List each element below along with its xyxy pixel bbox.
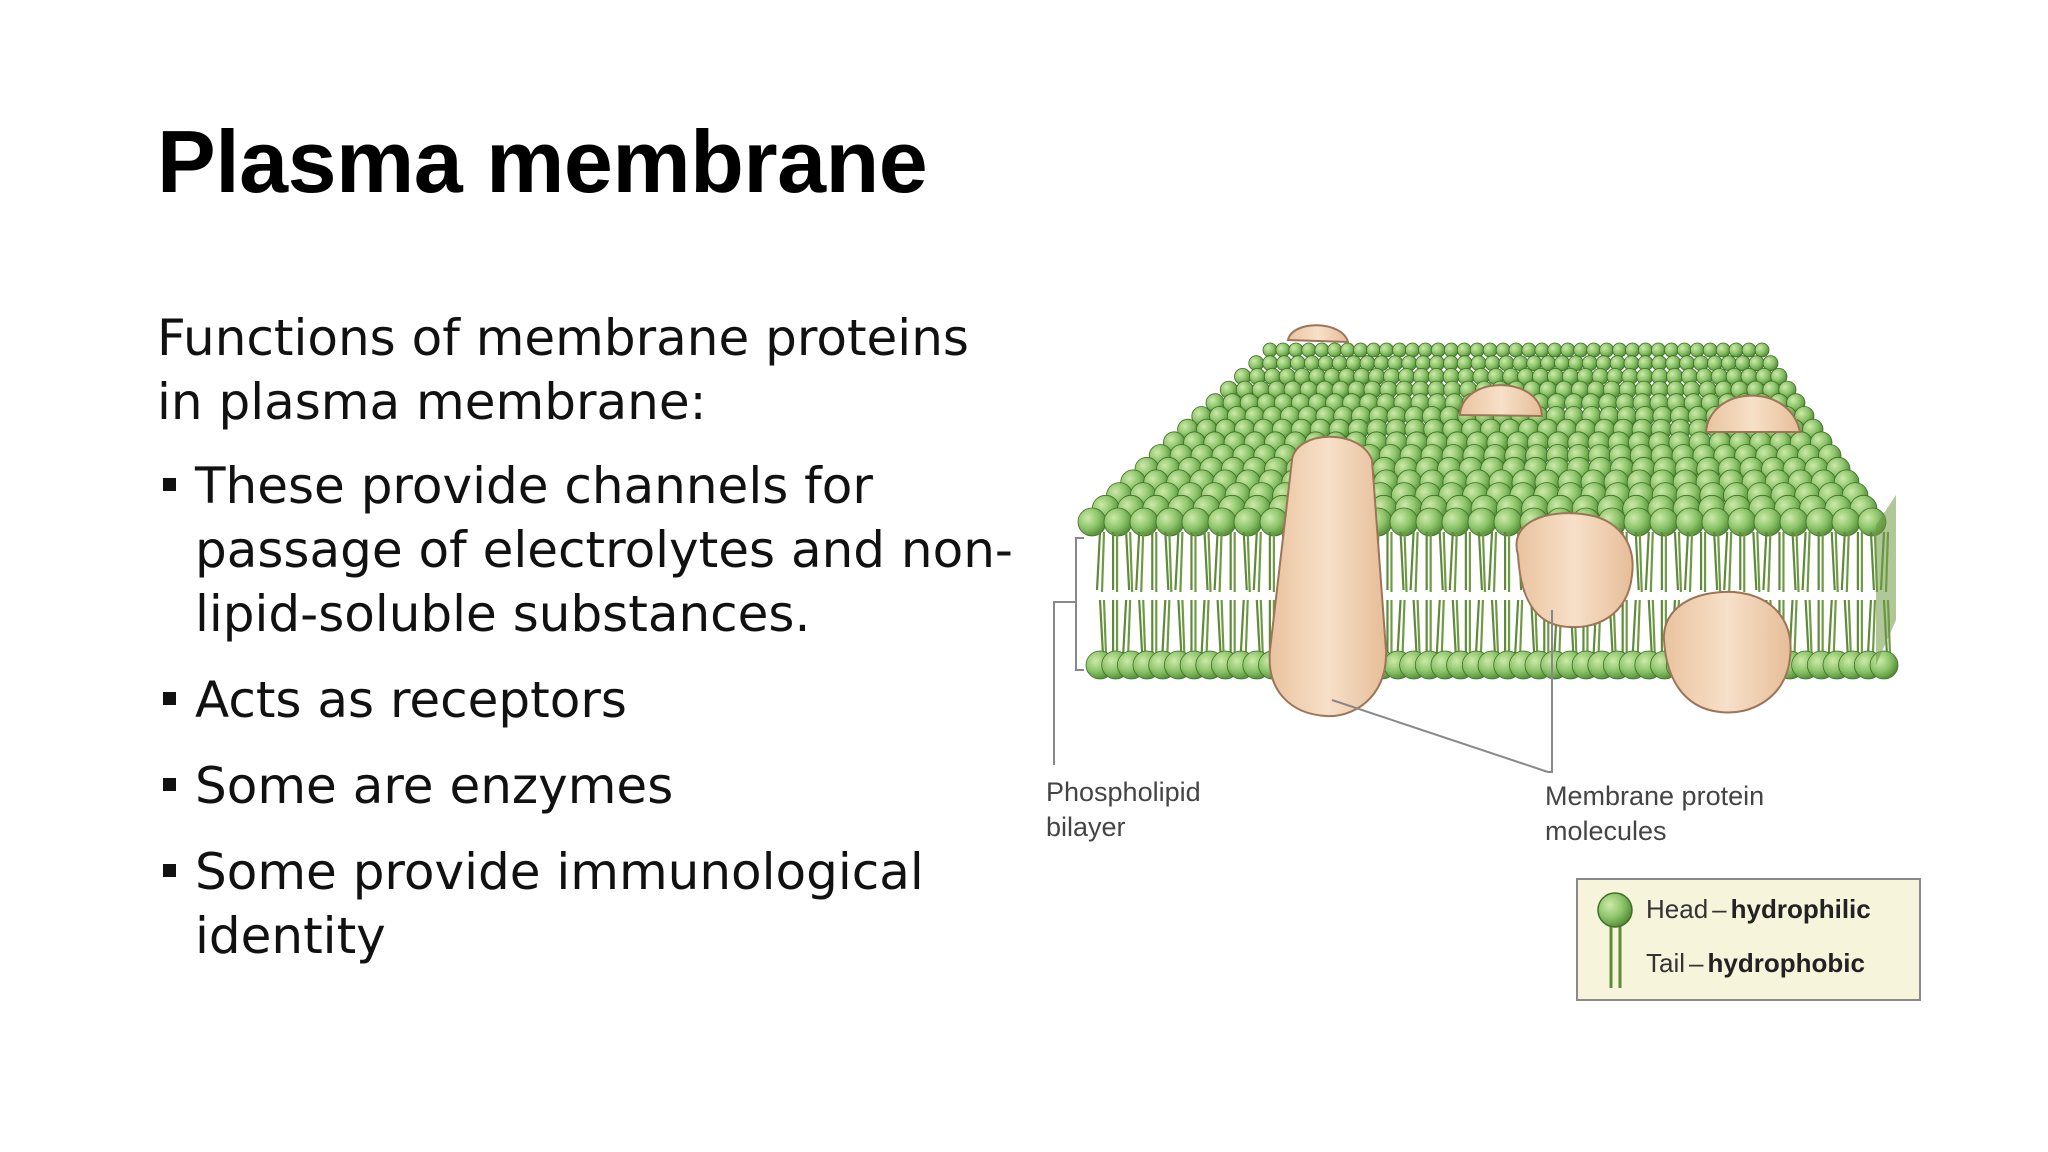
phospholipid-icon bbox=[1597, 892, 1633, 988]
legend: Head–hydrophilic Tail–hydrophobic bbox=[1576, 878, 1921, 1001]
bullet-text: Acts as receptors bbox=[195, 671, 627, 729]
legend-tail-row: Tail–hydrophobic bbox=[1646, 948, 1865, 979]
bullet-text: Some provide immunological identity bbox=[195, 843, 924, 965]
square-bullet-icon bbox=[163, 778, 176, 791]
phospholipid-bracket bbox=[1075, 537, 1084, 671]
legend-tail-value: hydrophobic bbox=[1707, 948, 1865, 978]
protein-pointer-2 bbox=[1548, 610, 1553, 773]
legend-dash: – bbox=[1712, 894, 1727, 924]
phospholipid-pointer bbox=[1053, 601, 1076, 765]
square-bullet-icon bbox=[163, 692, 176, 705]
protein-pointer-1 bbox=[1331, 699, 1549, 773]
slide-title: Plasma membrane bbox=[157, 112, 928, 211]
list-item: Some provide immunological identity bbox=[157, 840, 1027, 968]
square-bullet-icon bbox=[163, 864, 176, 877]
legend-head-label: Head bbox=[1646, 894, 1709, 924]
top-lipid-layer bbox=[1077, 342, 1887, 537]
bullet-list: These provide channels for passage of el… bbox=[157, 454, 1027, 968]
membrane-proteins bbox=[1268, 324, 1802, 718]
intro-text: Functions of membrane proteins in plasma… bbox=[157, 309, 969, 431]
list-item: Acts as receptors bbox=[157, 668, 1027, 732]
bullet-text: Some are enzymes bbox=[195, 757, 674, 815]
legend-head-value: hydrophilic bbox=[1730, 894, 1871, 924]
list-item: These provide channels for passage of el… bbox=[157, 454, 1027, 646]
phospholipid-bilayer-label: Phospholipid bilayer bbox=[1046, 777, 1201, 842]
legend-head-row: Head–hydrophilic bbox=[1646, 894, 1871, 925]
membrane-protein-label: Membrane protein molecules bbox=[1545, 781, 1765, 846]
bilayer-illustration bbox=[1053, 324, 1899, 773]
list-item: Some are enzymes bbox=[157, 754, 1027, 818]
membrane-diagram: Phospholipid bilayer Membrane protein mo… bbox=[1030, 320, 2030, 1020]
square-bullet-icon bbox=[163, 478, 176, 491]
legend-dash: – bbox=[1689, 948, 1704, 978]
bullet-text: These provide channels for passage of el… bbox=[195, 457, 1013, 643]
legend-tail-label: Tail bbox=[1646, 948, 1686, 978]
slide-body: Functions of membrane proteins in plasma… bbox=[157, 306, 1027, 990]
